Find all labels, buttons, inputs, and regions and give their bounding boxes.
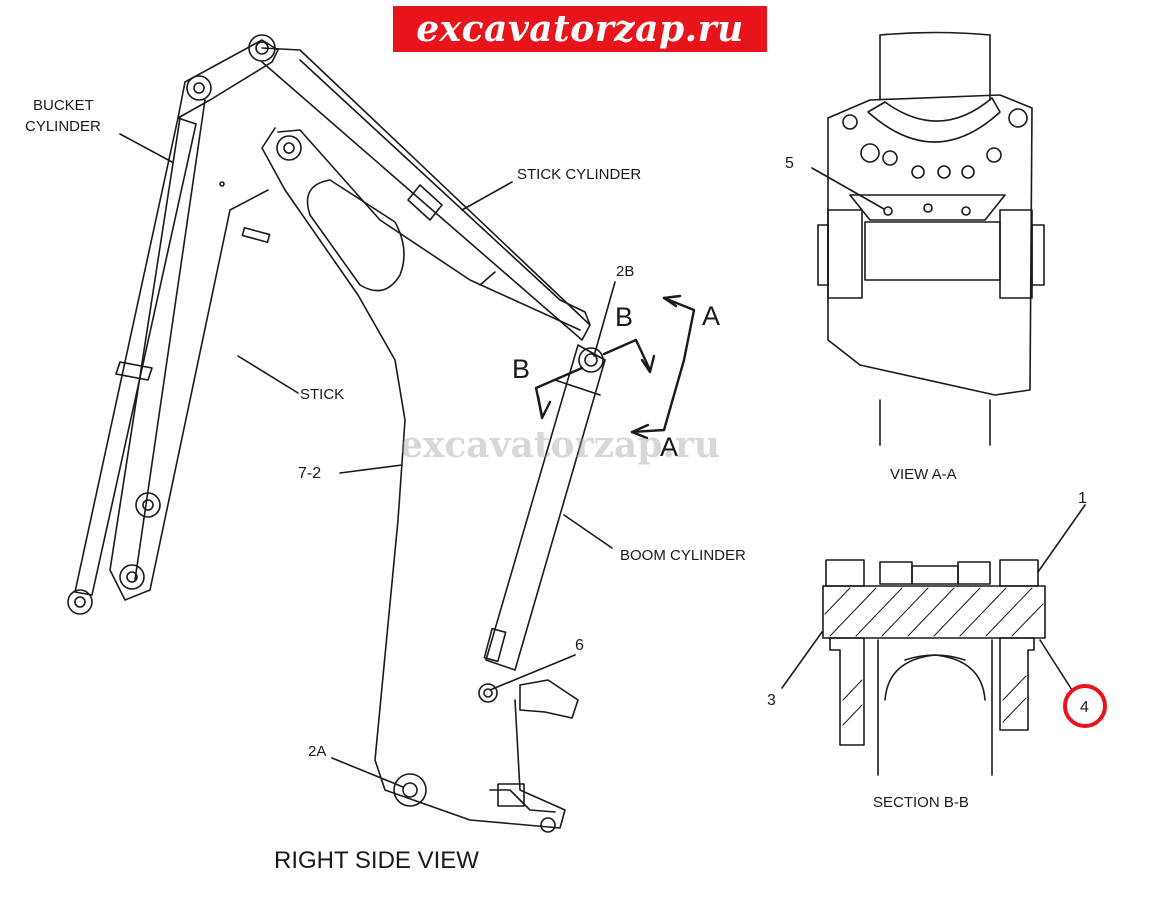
- label-part-6: 6: [575, 637, 584, 654]
- label-pin-2a: 2A: [308, 743, 326, 760]
- boom-drawing: [261, 127, 581, 829]
- section-bb-drawing: [781, 504, 1086, 776]
- label-pin-2b: 2B: [616, 263, 634, 280]
- label-section-b-left: B: [512, 354, 530, 384]
- label-part-4: 4: [1080, 699, 1089, 716]
- label-view-aa: VIEW A-A: [890, 466, 957, 483]
- view-aa-drawing: [811, 31, 1045, 446]
- label-section-b-right: B: [615, 302, 633, 332]
- stick-cylinder-drawing: [261, 47, 591, 341]
- label-right-side-view: RIGHT SIDE VIEW: [274, 847, 479, 874]
- bucket-cylinder-drawing: [67, 117, 197, 615]
- label-stick-cylinder: STICK CYLINDER: [517, 166, 641, 183]
- label-stick: STICK: [300, 386, 344, 403]
- boom-cylinder-drawing: [478, 344, 606, 833]
- label-view-a-bottom: A: [660, 432, 678, 462]
- watermark-banner-text: excavatorzap.ru: [416, 8, 744, 50]
- labels: BUCKET CYLINDER STICK CYLINDER STICK BOO…: [25, 97, 1089, 874]
- highlight-circle: [1063, 684, 1107, 728]
- leader-lines: [119, 133, 616, 788]
- label-part-3: 3: [767, 692, 776, 709]
- label-bucket-cylinder-line2: CYLINDER: [25, 118, 101, 135]
- label-part-5: 5: [785, 155, 794, 172]
- stick-drawing: [109, 34, 279, 601]
- label-view-a-top: A: [702, 301, 720, 331]
- label-bucket-cylinder-line1: BUCKET: [33, 97, 94, 114]
- watermark-center: excavatorzap.ru: [400, 424, 721, 466]
- section-indicators: [534, 294, 696, 440]
- label-part-1: 1: [1078, 490, 1087, 507]
- label-part-7-2: 7-2: [298, 465, 321, 482]
- label-section-bb: SECTION B-B: [873, 794, 969, 811]
- label-boom-cylinder: BOOM CYLINDER: [620, 547, 746, 564]
- watermark-banner: excavatorzap.ru: [393, 6, 767, 52]
